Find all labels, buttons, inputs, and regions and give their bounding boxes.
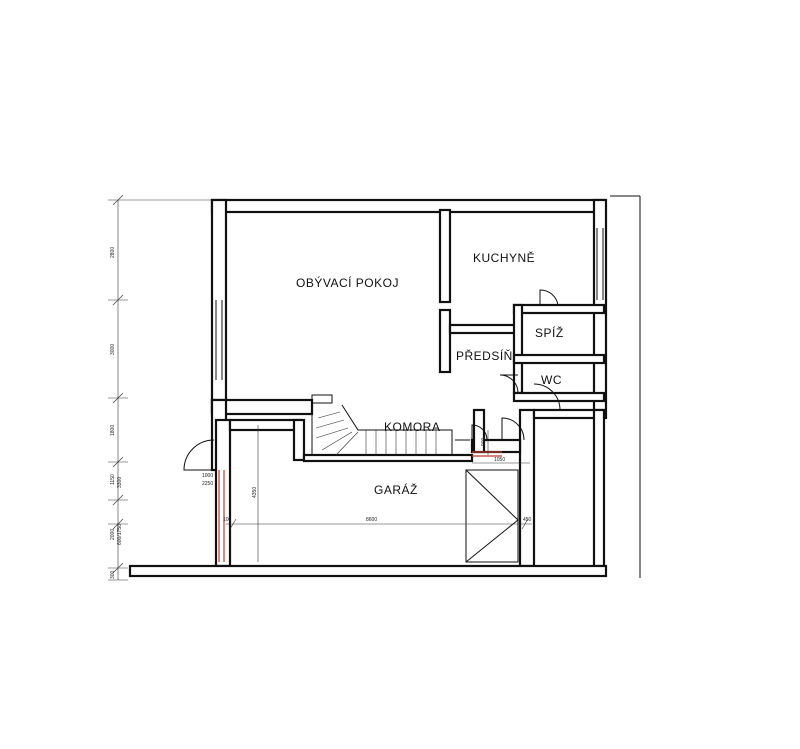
hall-door-swing bbox=[533, 383, 561, 411]
left-dimension-chain: 2800 3000 1800 1150 3300 2000 600/1750 3… bbox=[108, 194, 212, 581]
staircase bbox=[311, 394, 470, 456]
room-living-room: OBÝVACÍ POKOJ bbox=[296, 275, 399, 290]
dim-2250: 2250 bbox=[202, 481, 213, 487]
doors bbox=[183, 289, 561, 471]
dim-100: 100 bbox=[223, 517, 232, 523]
room-garage: GARÁŽ bbox=[374, 482, 418, 497]
entrance-door-swing bbox=[183, 439, 215, 471]
dim-1150: 1150 bbox=[110, 474, 116, 485]
entrance-markers bbox=[218, 451, 502, 562]
dim-300: 300 bbox=[110, 570, 116, 579]
windows bbox=[215, 195, 641, 578]
dim-4350: 4350 bbox=[252, 487, 258, 498]
room-hall: PŘEDSÍŇ bbox=[456, 348, 513, 363]
pantry-door-swing bbox=[539, 289, 559, 306]
dim-900: 900 bbox=[481, 437, 487, 446]
garage-door bbox=[465, 469, 519, 563]
dim-600-1750: 600/1750 bbox=[117, 524, 123, 545]
room-kitchen: KUCHYNĚ bbox=[473, 250, 535, 265]
dim-450: 450 bbox=[523, 517, 532, 523]
dim-2800: 2800 bbox=[110, 247, 116, 258]
dim-1050: 1050 bbox=[494, 457, 505, 463]
dim-2000: 2000 bbox=[110, 529, 116, 540]
room-pantry: SPÍŽ bbox=[535, 325, 564, 340]
dim-1000: 1000 bbox=[202, 473, 213, 479]
dim-3300: 3300 bbox=[117, 477, 123, 488]
room-wc: WC bbox=[541, 373, 562, 387]
dim-3000: 3000 bbox=[110, 344, 116, 355]
wc-door-swing bbox=[499, 374, 519, 394]
dim-1800: 1800 bbox=[110, 425, 116, 436]
storage-door-swing bbox=[501, 417, 525, 441]
room-storage: KOMORA bbox=[384, 420, 440, 434]
dim-8600: 8600 bbox=[366, 517, 377, 523]
storage-inner-door bbox=[471, 424, 488, 441]
garage-dimensions bbox=[226, 425, 532, 562]
